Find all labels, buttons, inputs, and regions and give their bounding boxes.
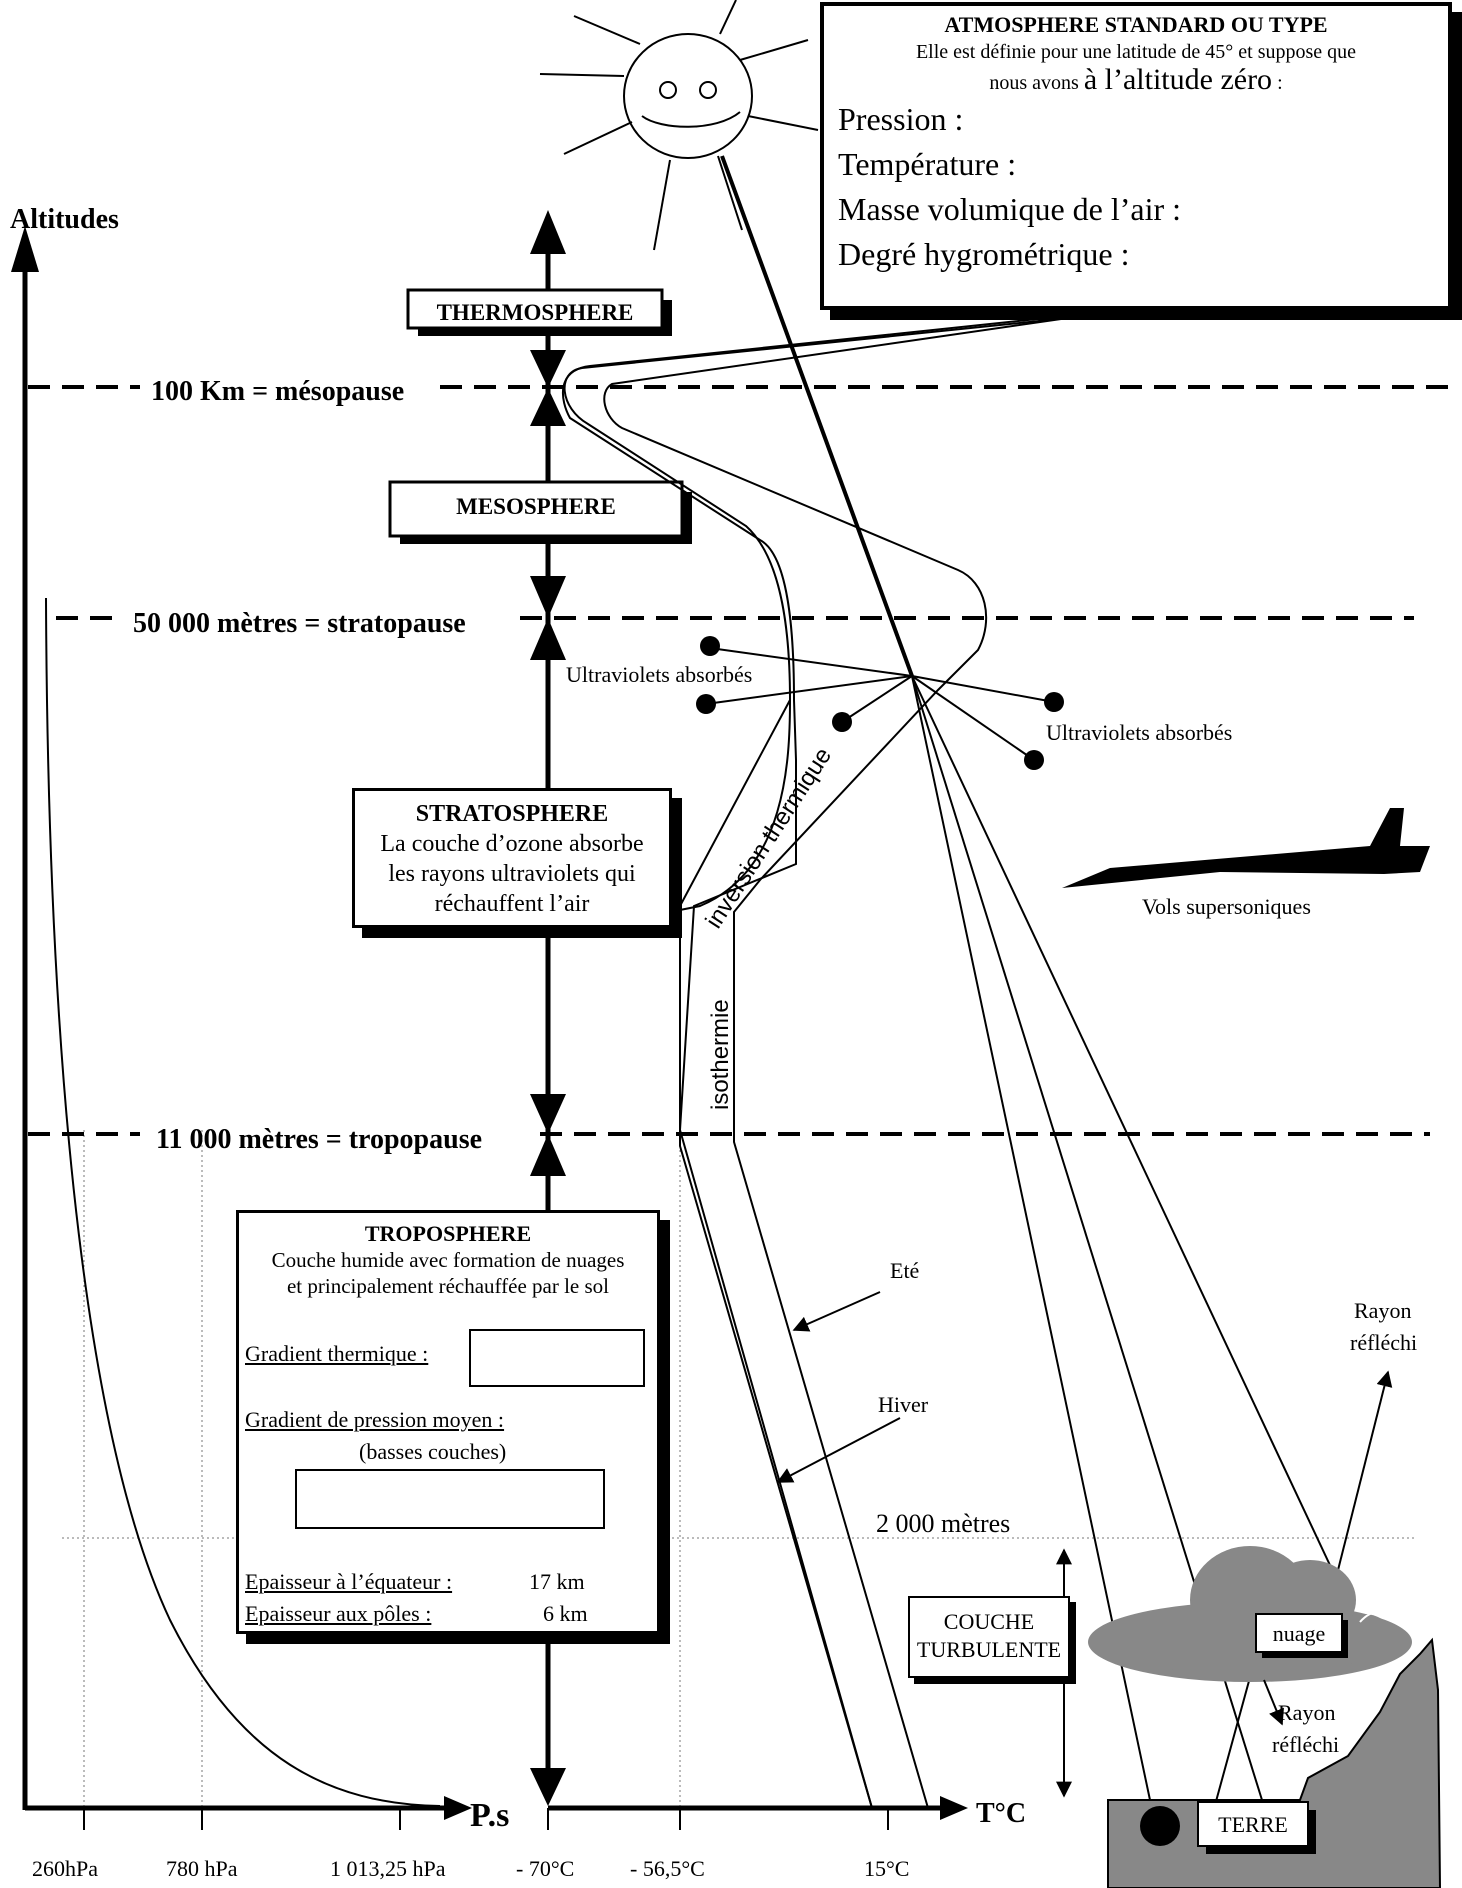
sun-icon [539, 0, 819, 251]
epaisseur-equateur-value: 17 km [529, 1569, 585, 1594]
stratosphere-box: STRATOSPHERE La couche d’ozone absorbe l… [352, 788, 672, 928]
troposphere-title: TROPOSPHERE [364, 1221, 532, 1246]
uv-lines [705, 647, 1055, 761]
hiver-label: Hiver [878, 1392, 929, 1417]
ground-terrain [1107, 1637, 1442, 1888]
svg-text:THERMOSPHERE: THERMOSPHERE [437, 300, 634, 325]
mesosphere-box: MESOSPHERE [388, 480, 692, 544]
temperature-axis-label: T°C [976, 1798, 1026, 1829]
temp-tick-minus70: - 70°C [516, 1856, 574, 1881]
ete-label: Eté [890, 1258, 919, 1283]
couche-line-1: COUCHE [943, 1609, 1035, 1634]
cloud-highlight [1359, 1610, 1401, 1623]
field-pression: Pression : [838, 101, 964, 137]
mesopause-label: 100 Km = mésopause [151, 376, 404, 407]
troposphere-box: TROPOSPHERE Couche humide avec formation… [236, 1210, 660, 1634]
temp-tick-15: 15°C [864, 1856, 909, 1881]
epaisseur-poles-label: Epaisseur aux pôles : [245, 1601, 432, 1626]
airplane-icon [1062, 808, 1430, 888]
couche-turbulente-box: COUCHE TURBULENTE [908, 1596, 1070, 1678]
altitudes-label: Altitudes [10, 204, 119, 235]
standard-title: ATMOSPHERE STANDARD OU TYPE [944, 12, 1328, 37]
troposphere-line-1: Couche humide avec formation de nuages [271, 1248, 625, 1272]
nuage-box: nuage [1255, 1613, 1348, 1658]
pressure-axis [25, 1796, 472, 1830]
field-masse-volumique: Masse volumique de l’air : [838, 191, 1182, 227]
uv-absorbed-right: Ultraviolets absorbés [1046, 720, 1232, 745]
gradient-pression-field[interactable] [295, 1469, 605, 1529]
pressure-tick-1013: 1 013,25 hPa [330, 1856, 446, 1881]
rayon-bot-2: réfléchi [1272, 1732, 1339, 1757]
pressure-tick-260: 260hPa [32, 1856, 98, 1881]
rayon-top-1: Rayon [1354, 1298, 1411, 1323]
epaisseur-poles-value: 6 km [543, 1601, 588, 1626]
basses-couches-label: (basses couches) [359, 1439, 507, 1464]
altitude-axis [11, 226, 39, 1810]
inversion-label: inversion thermique [700, 743, 837, 933]
pressure-axis-label: P.s [470, 1797, 509, 1834]
pressure-tick-780: 780 hPa [166, 1856, 238, 1881]
field-degre-hygrometrique: Degré hygrométrique : [838, 236, 1130, 272]
pressure-curve [45, 597, 441, 1807]
hiver-pointer [776, 1417, 901, 1483]
svg-text:TERRE: TERRE [1218, 1812, 1288, 1837]
tropopause-label: 11 000 mètres = tropopause [156, 1124, 482, 1155]
gradient-thermique-label: Gradient thermique : [245, 1341, 429, 1366]
gradient-pression-label: Gradient de pression moyen : [245, 1407, 505, 1432]
standard-desc-1: Elle est définie pour une latitude de 45… [915, 41, 1357, 63]
stratosphere-line-1: La couche d’ozone absorbe [380, 831, 644, 857]
profile-band [563, 317, 1069, 1809]
isothermie-label: isothermie [707, 999, 734, 1110]
svg-text:nuage: nuage [1273, 1621, 1326, 1646]
temperature-axis [547, 1796, 968, 1830]
supersonic-label: Vols supersoniques [1142, 894, 1311, 919]
stratopause-label: 50 000 mètres = stratopause [133, 608, 466, 639]
epaisseur-equateur-label: Epaisseur à l’équateur : [245, 1569, 453, 1594]
svg-text:MESOSPHERE: MESOSPHERE [456, 494, 616, 519]
field-temperature: Température : [838, 146, 1017, 182]
rayon-top-2: réfléchi [1350, 1330, 1417, 1355]
ete-pointer [792, 1291, 881, 1332]
temp-tick-minus56: - 56,5°C [630, 1856, 705, 1881]
terre-box: TERRE [1197, 1801, 1316, 1854]
stratosphere-line-3: réchauffent l’air [434, 891, 590, 917]
level-lines [28, 385, 1450, 1136]
troposphere-line-2: et principalement réchauffée par le sol [286, 1274, 610, 1298]
couche-line-2: TURBULENTE [916, 1637, 1062, 1662]
stratosphere-title: STRATOSPHERE [415, 801, 609, 827]
uv-absorbed-left: Ultraviolets absorbés [566, 662, 752, 687]
standard-desc-2: nous avons à l’altitude zéro : [989, 63, 1283, 96]
cloud-icon [1088, 1546, 1412, 1682]
rayon-bot-1: Rayon [1278, 1700, 1335, 1725]
standard-atmosphere-box: ATMOSPHERE STANDARD OU TYPE Elle est déf… [820, 2, 1452, 310]
cloud-reflect-arrow [1263, 1679, 1284, 1726]
thermosphere-box: THERMOSPHERE [406, 288, 672, 336]
gradient-thermique-field[interactable] [469, 1329, 645, 1387]
stratosphere-line-2: les rayons ultraviolets qui [388, 861, 636, 887]
two-thousand-label: 2 000 mètres [876, 1509, 1010, 1538]
uv-absorption-dots [696, 636, 1064, 770]
